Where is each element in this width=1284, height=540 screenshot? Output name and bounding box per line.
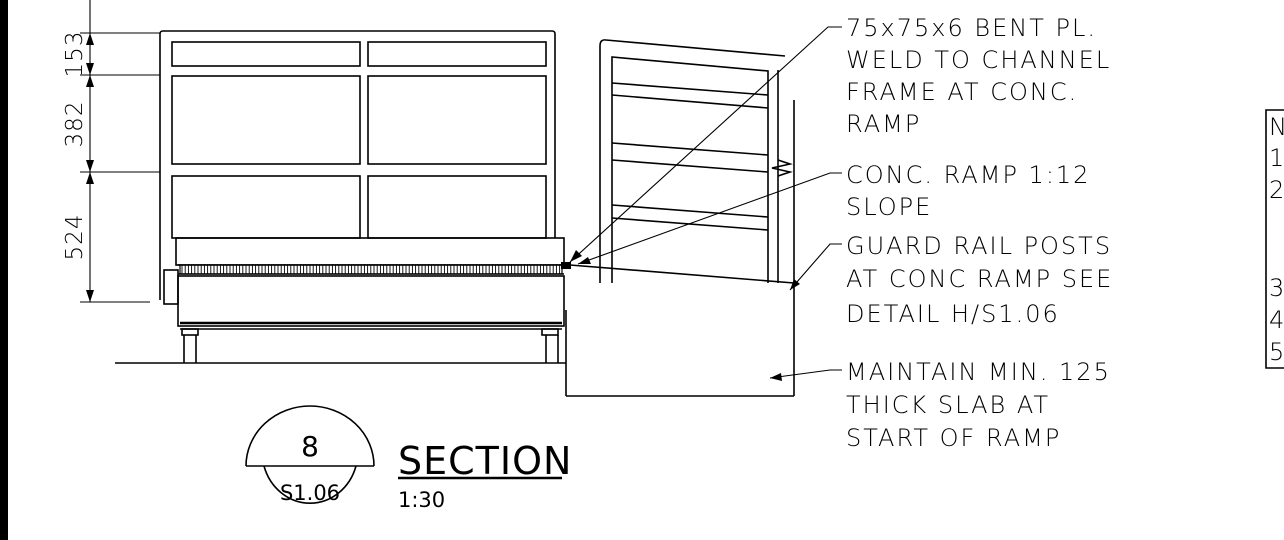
dimension-chain: 153 382 524: [62, 0, 160, 303]
callout-3-line-2: AT CONC RAMP SEE: [846, 265, 1113, 293]
dimension-524: 524: [62, 214, 88, 261]
callout-4-line-2: THICK SLAB AT: [846, 391, 1050, 419]
callout-3: GUARD RAIL POSTS AT CONC RAMP SEE DETAIL…: [846, 232, 1113, 328]
left-border-strip: [0, 0, 8, 540]
dimension-382: 382: [62, 101, 88, 148]
callout-2: CONC. RAMP 1:12 SLOPE: [846, 161, 1090, 221]
callout-3-line-1: GUARD RAIL POSTS: [846, 232, 1112, 260]
section-scale: 1:30: [398, 488, 445, 512]
guard-rail-ramp: [599, 39, 793, 283]
section-sheet: S1.06: [280, 481, 340, 505]
notes-item-1: 1: [1269, 144, 1284, 172]
callout-3-line-3: DETAIL H/S1.06: [846, 300, 1060, 328]
callout-1-line-1: 75x75x6 BENT PL.: [846, 14, 1097, 42]
callout-4: MAINTAIN MIN. 125 THICK SLAB AT START OF…: [846, 358, 1111, 452]
section-marker: 8 S1.06 SECTION 1:30: [245, 405, 572, 512]
callout-1-line-4: RAMP: [846, 110, 921, 138]
callout-4-line-3: START OF RAMP: [846, 424, 1061, 452]
callout-2-line-1: CONC. RAMP 1:12: [846, 161, 1090, 189]
callout-4-line-1: MAINTAIN MIN. 125: [846, 358, 1111, 386]
callout-leaders: [569, 26, 842, 381]
guard-rail-panel: [159, 30, 556, 300]
section-number: 8: [301, 430, 319, 463]
grating-hatch: [181, 265, 561, 274]
ramp-deck: [163, 237, 571, 363]
callout-1-line-3: FRAME AT CONC.: [846, 78, 1078, 106]
notes-item-n: N: [1269, 113, 1284, 141]
section-title: SECTION: [398, 439, 572, 483]
notes-box: N 1 2 3 4 5: [1265, 109, 1284, 369]
notes-item-2: 2: [1269, 176, 1284, 204]
notes-item-3: 3: [1269, 274, 1284, 302]
notes-item-4: 4: [1269, 306, 1284, 334]
notes-item-5: 5: [1269, 338, 1284, 366]
dimension-153: 153: [62, 31, 88, 78]
callout-2-line-2: SLOPE: [846, 193, 932, 221]
concrete-ramp: [565, 100, 795, 397]
callout-1-line-2: WELD TO CHANNEL: [846, 46, 1111, 74]
callout-1: 75x75x6 BENT PL. WELD TO CHANNEL FRAME A…: [846, 14, 1111, 138]
